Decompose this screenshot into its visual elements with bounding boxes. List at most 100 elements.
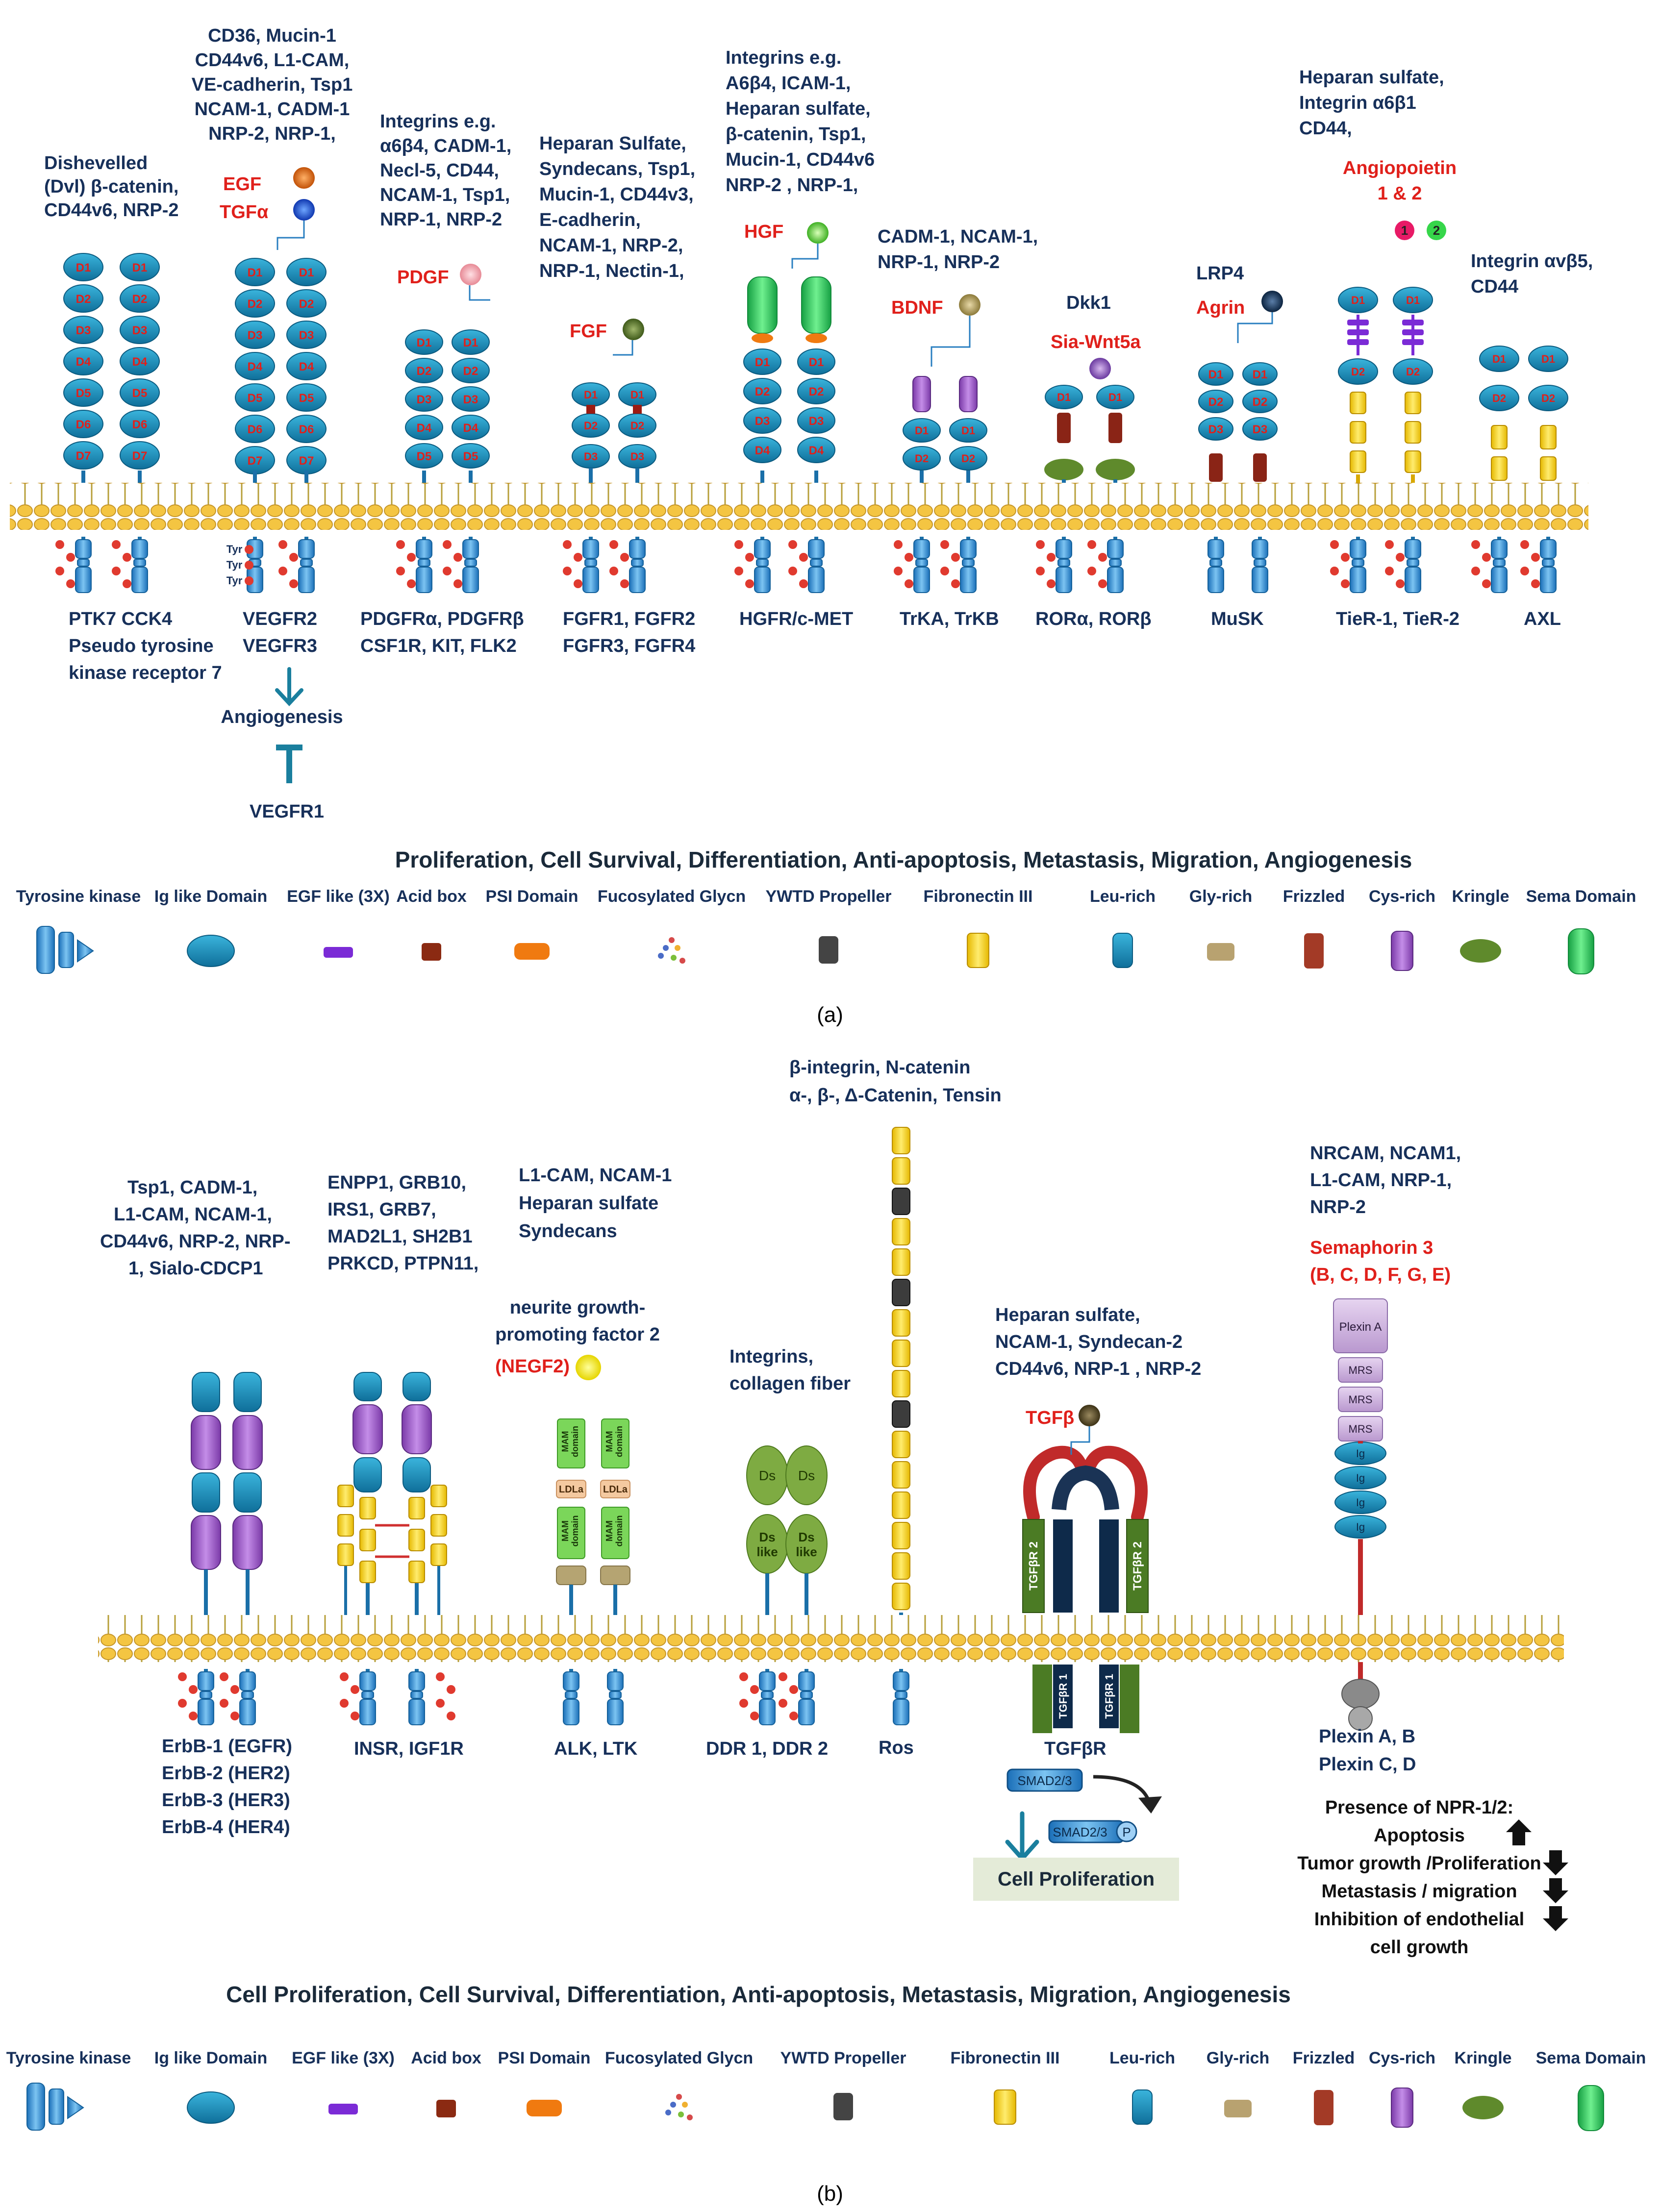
- mrs-domain-label: MRS: [1349, 1364, 1373, 1376]
- glycan-dot: [675, 945, 680, 951]
- legend-sema-domain-icon: [1578, 2085, 1604, 2131]
- leu-rich-domain: [353, 1457, 382, 1492]
- receptor-ror-chain: D1: [1087, 385, 1135, 593]
- ig-domain: [63, 347, 103, 375]
- phosphotyrosine-dot: [1471, 540, 1480, 549]
- cys-rich-domain: [402, 1404, 432, 1454]
- tyrosine-kinase-block: [298, 539, 315, 559]
- tyrosine-kinase-block: [462, 567, 479, 593]
- sema-domain: [801, 276, 831, 334]
- phosphotyrosine-dot: [436, 1672, 445, 1681]
- kinase-linker: [133, 559, 146, 567]
- mam-domain-label: MAM: [604, 1431, 614, 1452]
- ig-domain: [1479, 385, 1519, 411]
- leu-rich-domain: [233, 1372, 262, 1412]
- ig-domain: [797, 348, 835, 375]
- ig-domain-label: D3: [248, 329, 263, 342]
- legend-label: Fucosylated Glycn: [605, 2049, 753, 2067]
- phosphotyrosine-dot: [1341, 579, 1350, 588]
- fibronectin-domain: [408, 1561, 425, 1583]
- phosphotyrosine-dot: [396, 540, 405, 549]
- legend-label: Kringle: [1454, 2049, 1511, 2067]
- fibronectin-domain: [1350, 450, 1366, 473]
- glycan-dot: [658, 953, 664, 959]
- phosphotyrosine-dot: [1482, 579, 1491, 588]
- legend-tyrosine-kinase-icon: [26, 2083, 45, 2131]
- inhibitor-label: VEGFR1: [250, 801, 324, 822]
- down-arrow-tumor-icon: [1543, 1850, 1568, 1875]
- tyrosine-kinase-block: [239, 1699, 256, 1725]
- legend-label: Leu-rich: [1109, 2049, 1175, 2067]
- legend-label: YWTD Propeller: [766, 887, 892, 906]
- ig-domain-label: D3: [76, 324, 91, 337]
- ig-domain-label: D2: [1351, 366, 1365, 378]
- legend-label: Frizzled: [1293, 2049, 1355, 2067]
- cys-rich-domain: [191, 1515, 221, 1570]
- phosphotyrosine-dot: [230, 1712, 239, 1720]
- fibronectin-domain: [337, 1514, 354, 1537]
- ig-domain-label: D1: [1492, 353, 1506, 365]
- psi-domain: [752, 333, 773, 343]
- tgfbr1-domain: [1053, 1519, 1073, 1613]
- legend-egf-like-icon: [324, 947, 353, 958]
- phosphotyrosine-dot: [407, 553, 416, 562]
- phosphotyrosine-dot: [447, 1685, 455, 1694]
- legend-leu-rich-icon: [1132, 2089, 1153, 2125]
- ig-domain-label: D4: [132, 355, 148, 369]
- tyrosine-kinase-block: [359, 1671, 376, 1691]
- fibronectin-domain: [337, 1485, 354, 1507]
- ywtd-propeller-domain: [892, 1279, 910, 1306]
- kinase-linker: [1254, 559, 1266, 567]
- partners-hgfr: Integrins e.g.A6β4, ICAM-1,Heparan sulfa…: [726, 48, 875, 196]
- legend-label: PSI Domain: [486, 887, 578, 906]
- legend-label: EGF like (3X): [287, 887, 390, 906]
- ig-domain: [63, 378, 103, 407]
- legend-label: Fibronectin III: [924, 887, 1033, 906]
- tgfbr1-domain: [1099, 1519, 1119, 1613]
- kinase-linker: [962, 559, 975, 567]
- ig-domain: [1198, 417, 1233, 441]
- legend-label: Cys-rich: [1369, 2049, 1435, 2067]
- fibronectin-domain: [430, 1485, 447, 1507]
- kinase-linker: [1352, 559, 1364, 567]
- kinase-linker: [1493, 559, 1506, 567]
- ig-domain: [1334, 1466, 1386, 1490]
- phosphotyrosine-dot: [66, 579, 75, 588]
- partners-musk: LRP4: [1196, 263, 1244, 284]
- fibronectin-domain: [359, 1497, 376, 1519]
- wnt5a-ligand-icon: [1089, 358, 1111, 379]
- agrin-ligand-icon: [1261, 291, 1283, 312]
- glycan-dot: [678, 2112, 684, 2117]
- ig-domain-label: D4: [299, 360, 314, 373]
- frizzled-domain: [1108, 413, 1122, 443]
- tyrosine-kinase-block: [759, 1671, 776, 1691]
- tyrosine-kinase-block: [239, 1671, 256, 1691]
- ig-domain-label: D4: [248, 360, 263, 373]
- phosphotyrosine-dot: [789, 1685, 798, 1694]
- sema-plexin-domain: [1333, 1298, 1388, 1353]
- egf-ligand-icon: [293, 167, 315, 189]
- fibronectin-domain: [892, 1157, 910, 1185]
- legend-ywtd-propeller-icon: [819, 936, 838, 964]
- ig-domain-label: Ig: [1356, 1521, 1365, 1533]
- tgfa-ligand-icon: [293, 199, 315, 221]
- ig-domain-label: D1: [809, 356, 824, 369]
- frizzled-domain: [1209, 453, 1223, 482]
- up-arrow-icon: [1506, 1819, 1532, 1845]
- ig-domain-label: D2: [1541, 392, 1555, 404]
- ig-domain: [797, 437, 835, 463]
- cys-rich-domain: [191, 1415, 221, 1470]
- receptor-ror-chain: D1: [1036, 385, 1083, 593]
- cys-rich-domain: [232, 1515, 263, 1570]
- ig-domain-label: D4: [463, 422, 478, 435]
- ig-domain: [120, 284, 160, 313]
- tgfbr2-kinase: [1120, 1665, 1139, 1733]
- phosphotyrosine-dot: [788, 567, 797, 575]
- down-arrow-metastasis-icon: [1543, 1878, 1568, 1903]
- ig-domain-label: D2: [961, 452, 975, 465]
